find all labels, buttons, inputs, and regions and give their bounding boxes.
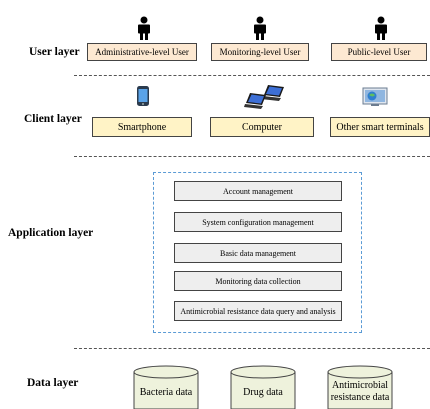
other-terminals-box: Other smart terminals: [330, 117, 430, 137]
basic-data-module: Basic data management: [174, 243, 342, 263]
cylinder-icon: [230, 365, 296, 409]
account-management-module: Account management: [174, 181, 342, 201]
bacteria-data-label: Bacteria data: [139, 387, 193, 398]
bacteria-database: Bacteria data: [133, 365, 199, 409]
resistance-data-label-line1: Antimicrobial: [331, 380, 389, 391]
user-layer-label: User layer: [29, 46, 80, 58]
resistance-analysis-module: Antimicrobial resistance data query and …: [174, 301, 342, 321]
smartphone-icon: [137, 86, 149, 106]
monitor-icon: [362, 87, 388, 106]
person-icon: [254, 16, 266, 40]
divider-user-client: [74, 75, 430, 76]
laptop-icon: [244, 85, 284, 109]
monitoring-user-box: Monitoring-level User: [211, 43, 309, 61]
drug-data-label: Drug data: [243, 387, 283, 398]
person-icon: [375, 16, 387, 40]
monitoring-collection-module: Monitoring data collection: [174, 271, 342, 291]
application-frame: [153, 172, 362, 333]
application-layer-label: Application layer: [8, 227, 94, 239]
computer-box: Computer: [210, 117, 314, 137]
resistance-data-label-line2: resistance data: [330, 392, 390, 403]
system-configuration-module: System configuration management: [174, 212, 342, 232]
divider-application-data: [74, 348, 430, 349]
administrative-user-box: Administrative-level User: [87, 43, 197, 61]
drug-database: Drug data: [230, 365, 296, 409]
client-layer-label: Client layer: [24, 113, 82, 125]
person-icon: [138, 16, 150, 40]
data-layer-label: Data layer: [27, 377, 79, 389]
cylinder-icon: [133, 365, 199, 409]
public-user-box: Public-level User: [331, 43, 427, 61]
divider-client-application: [74, 156, 430, 157]
cylinder-icon: [327, 365, 393, 409]
smartphone-box: Smartphone: [92, 117, 192, 137]
resistance-database: Antimicrobial resistance data: [327, 365, 393, 409]
